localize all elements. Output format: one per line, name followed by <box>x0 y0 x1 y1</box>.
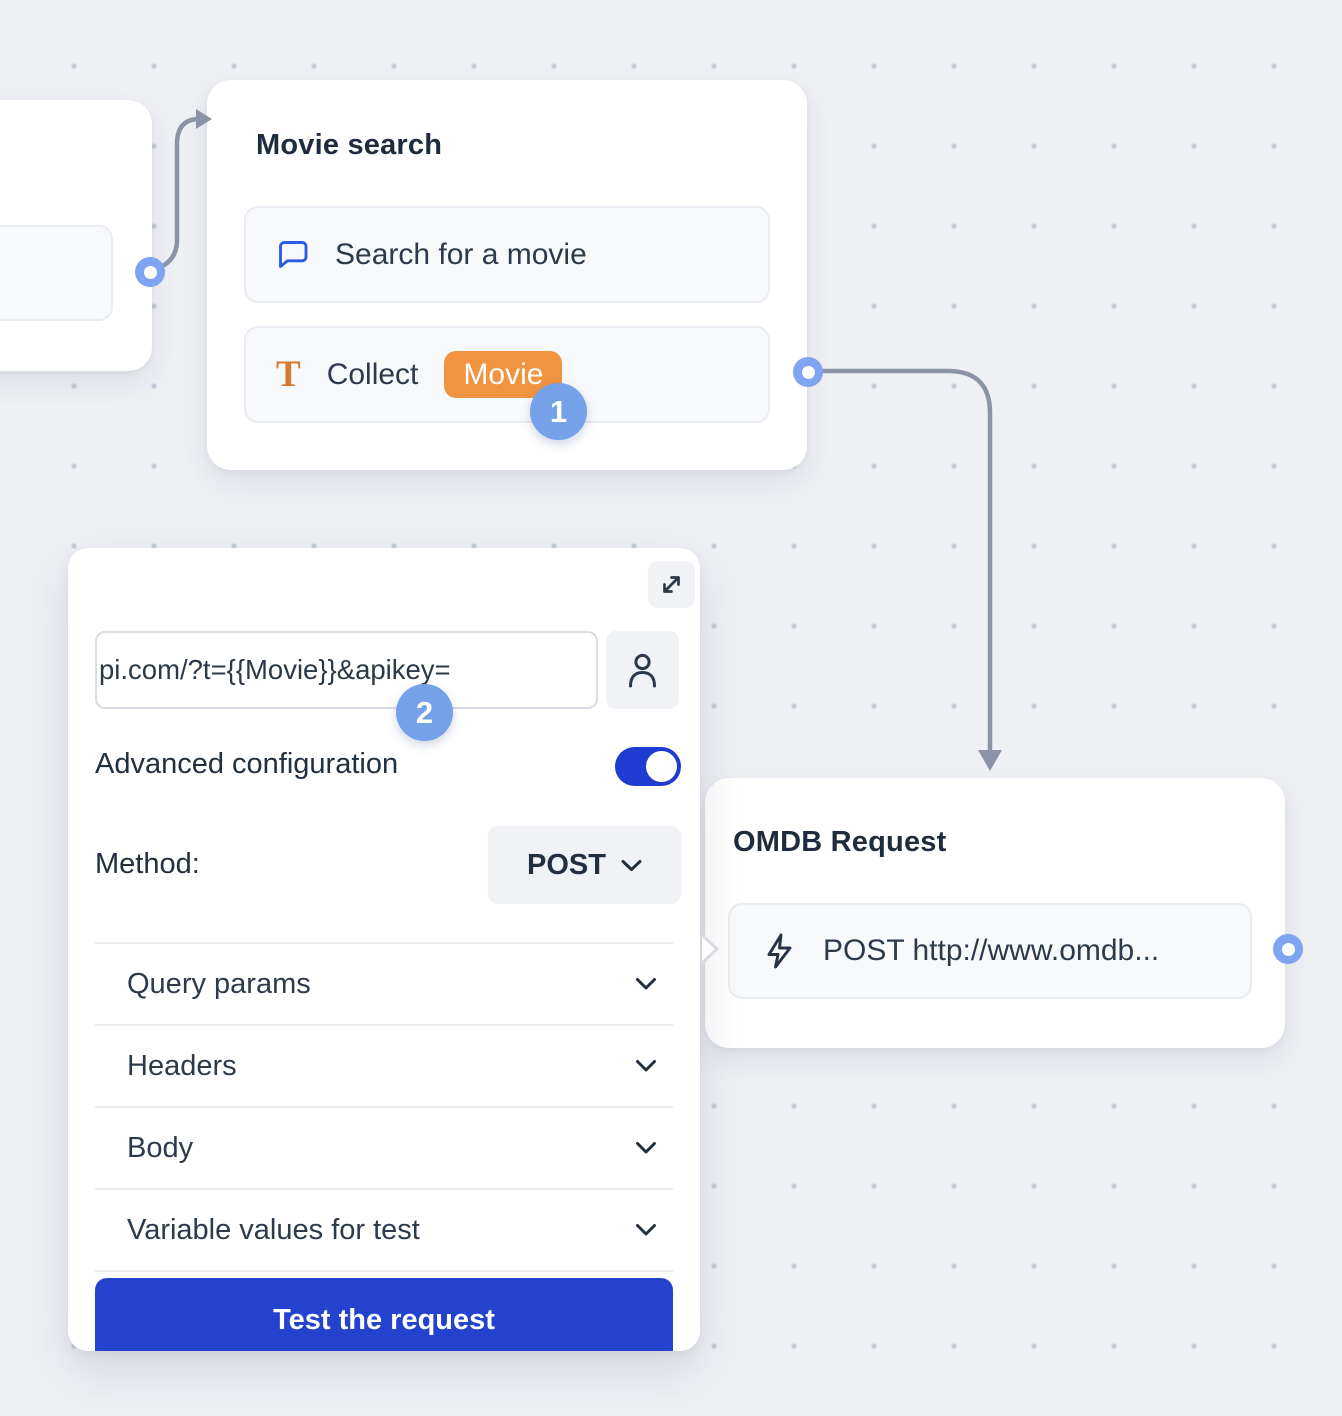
divider <box>95 1188 673 1190</box>
chevron-down-icon <box>636 1224 656 1236</box>
section-headers[interactable]: Headers <box>95 1026 673 1106</box>
node-item-label: Search for a movie <box>335 237 587 271</box>
method-value: POST <box>527 848 606 881</box>
expand-button[interactable] <box>648 561 695 608</box>
node-item-collect-movie[interactable]: T Collect Movie <box>244 326 770 423</box>
divider <box>95 1024 673 1026</box>
user-variable-button[interactable] <box>606 631 679 709</box>
section-label: Variable values for test <box>127 1213 420 1246</box>
output-port-offscreen-node[interactable] <box>135 257 165 287</box>
node-title: OMDB Request <box>733 826 947 858</box>
node-item-omdb-post[interactable]: POST http://www.omdb... <box>728 903 1252 999</box>
section-variable-values[interactable]: Variable values for test <box>95 1190 673 1270</box>
divider <box>95 942 673 944</box>
method-dropdown[interactable]: POST <box>488 826 681 904</box>
expand-icon <box>663 576 680 593</box>
input-notch-omdb <box>700 933 719 965</box>
chat-bubble-icon <box>276 239 309 270</box>
chevron-down-icon <box>621 859 642 871</box>
method-label: Method: <box>95 848 200 880</box>
node-item-label: POST http://www.omdb... <box>823 934 1160 967</box>
connector-movie-search-to-omdb <box>820 368 993 755</box>
chevron-down-icon <box>636 978 656 990</box>
url-input[interactable]: pi.com/?t={{Movie}}&apikey= <box>95 631 598 709</box>
toggle-knob <box>646 751 677 782</box>
section-query-params[interactable]: Query params <box>95 944 673 1024</box>
url-input-value: pi.com/?t={{Movie}}&apikey= <box>99 654 451 685</box>
offscreen-node-item[interactable] <box>0 225 113 321</box>
variable-chip-movie[interactable]: Movie <box>444 351 563 398</box>
node-omdb-request[interactable]: OMDB Request POST http://www.omdb... <box>705 778 1285 1048</box>
section-label: Body <box>127 1131 194 1164</box>
text-input-icon: T <box>276 354 301 395</box>
section-label: Headers <box>127 1049 237 1082</box>
request-config-panel[interactable]: pi.com/?t={{Movie}}&apikey= Advanced con… <box>68 548 700 1351</box>
divider <box>95 1270 673 1272</box>
divider <box>95 1106 673 1108</box>
node-item-search-for-movie[interactable]: Search for a movie <box>244 206 770 303</box>
connector-arrowhead-down <box>978 750 1002 771</box>
node-title: Movie search <box>256 129 443 161</box>
connector-left-to-movie-search <box>150 116 201 273</box>
test-request-button[interactable]: Test the request <box>95 1278 673 1351</box>
output-port-omdb[interactable] <box>1273 934 1303 964</box>
output-port-movie-search[interactable] <box>793 357 823 387</box>
section-body[interactable]: Body <box>95 1108 673 1188</box>
chevron-down-icon <box>636 1142 656 1154</box>
advanced-configuration-label: Advanced configuration <box>95 748 399 780</box>
node-item-label: Collect <box>326 357 419 391</box>
chevron-down-icon <box>636 1060 656 1072</box>
user-icon <box>629 653 656 688</box>
step-badge-2: 2 <box>396 684 453 741</box>
advanced-configuration-toggle[interactable] <box>615 747 681 786</box>
offscreen-node-card[interactable] <box>0 100 152 371</box>
node-movie-search[interactable]: Movie search Search for a movie T Collec… <box>207 80 807 470</box>
section-label: Query params <box>127 967 311 1000</box>
step-badge-1: 1 <box>530 383 587 440</box>
lightning-icon <box>760 930 797 972</box>
